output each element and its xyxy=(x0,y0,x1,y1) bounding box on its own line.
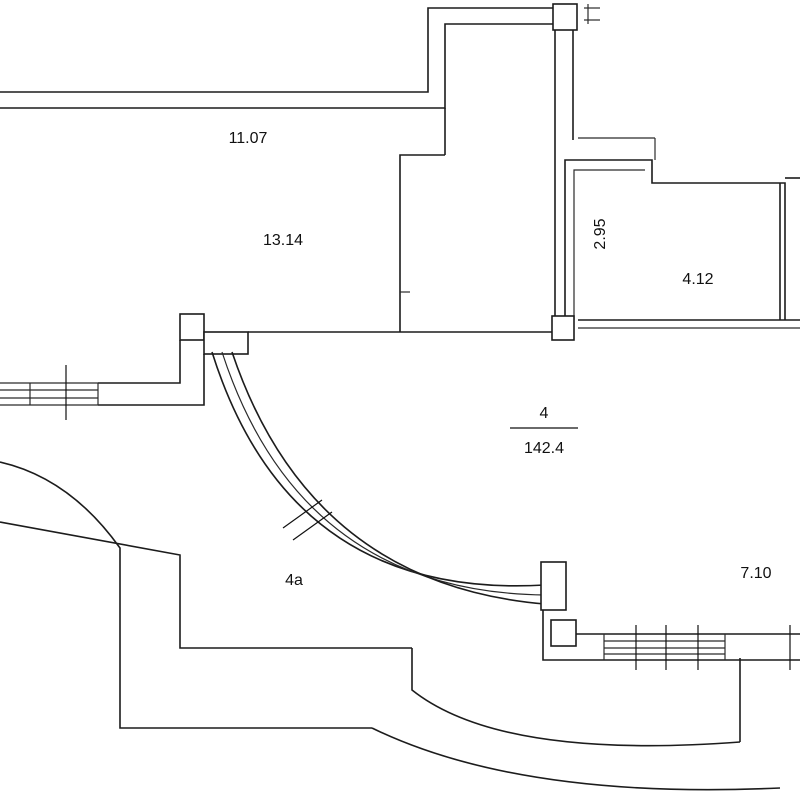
label-room-4-number: 4 xyxy=(540,405,549,422)
top-corridor-walls xyxy=(0,7,558,332)
room-4-12-column xyxy=(551,315,575,341)
room-4a-walls xyxy=(0,461,781,791)
left-column-base xyxy=(203,331,249,355)
label-room-7-10: 7.10 xyxy=(740,565,771,582)
label-room-4-12: 4.12 xyxy=(682,271,713,288)
curve-end-column xyxy=(540,561,567,611)
left-window-wall xyxy=(0,313,249,420)
label-room-13-14: 13.14 xyxy=(263,232,303,249)
room-4-12-walls xyxy=(551,159,800,341)
label-room-4-area: 142.4 xyxy=(524,440,564,457)
bottom-column xyxy=(550,619,577,647)
bottom-right-window xyxy=(542,610,800,670)
label-room-4a: 4а xyxy=(285,572,303,589)
curved-glass-partition xyxy=(211,351,567,611)
left-column xyxy=(179,313,205,341)
central-shaft xyxy=(552,3,656,318)
label-room-11-07: 11.07 xyxy=(229,130,268,147)
shaft-column-top xyxy=(552,3,578,31)
label-room-2-95: 2.95 xyxy=(592,218,609,249)
